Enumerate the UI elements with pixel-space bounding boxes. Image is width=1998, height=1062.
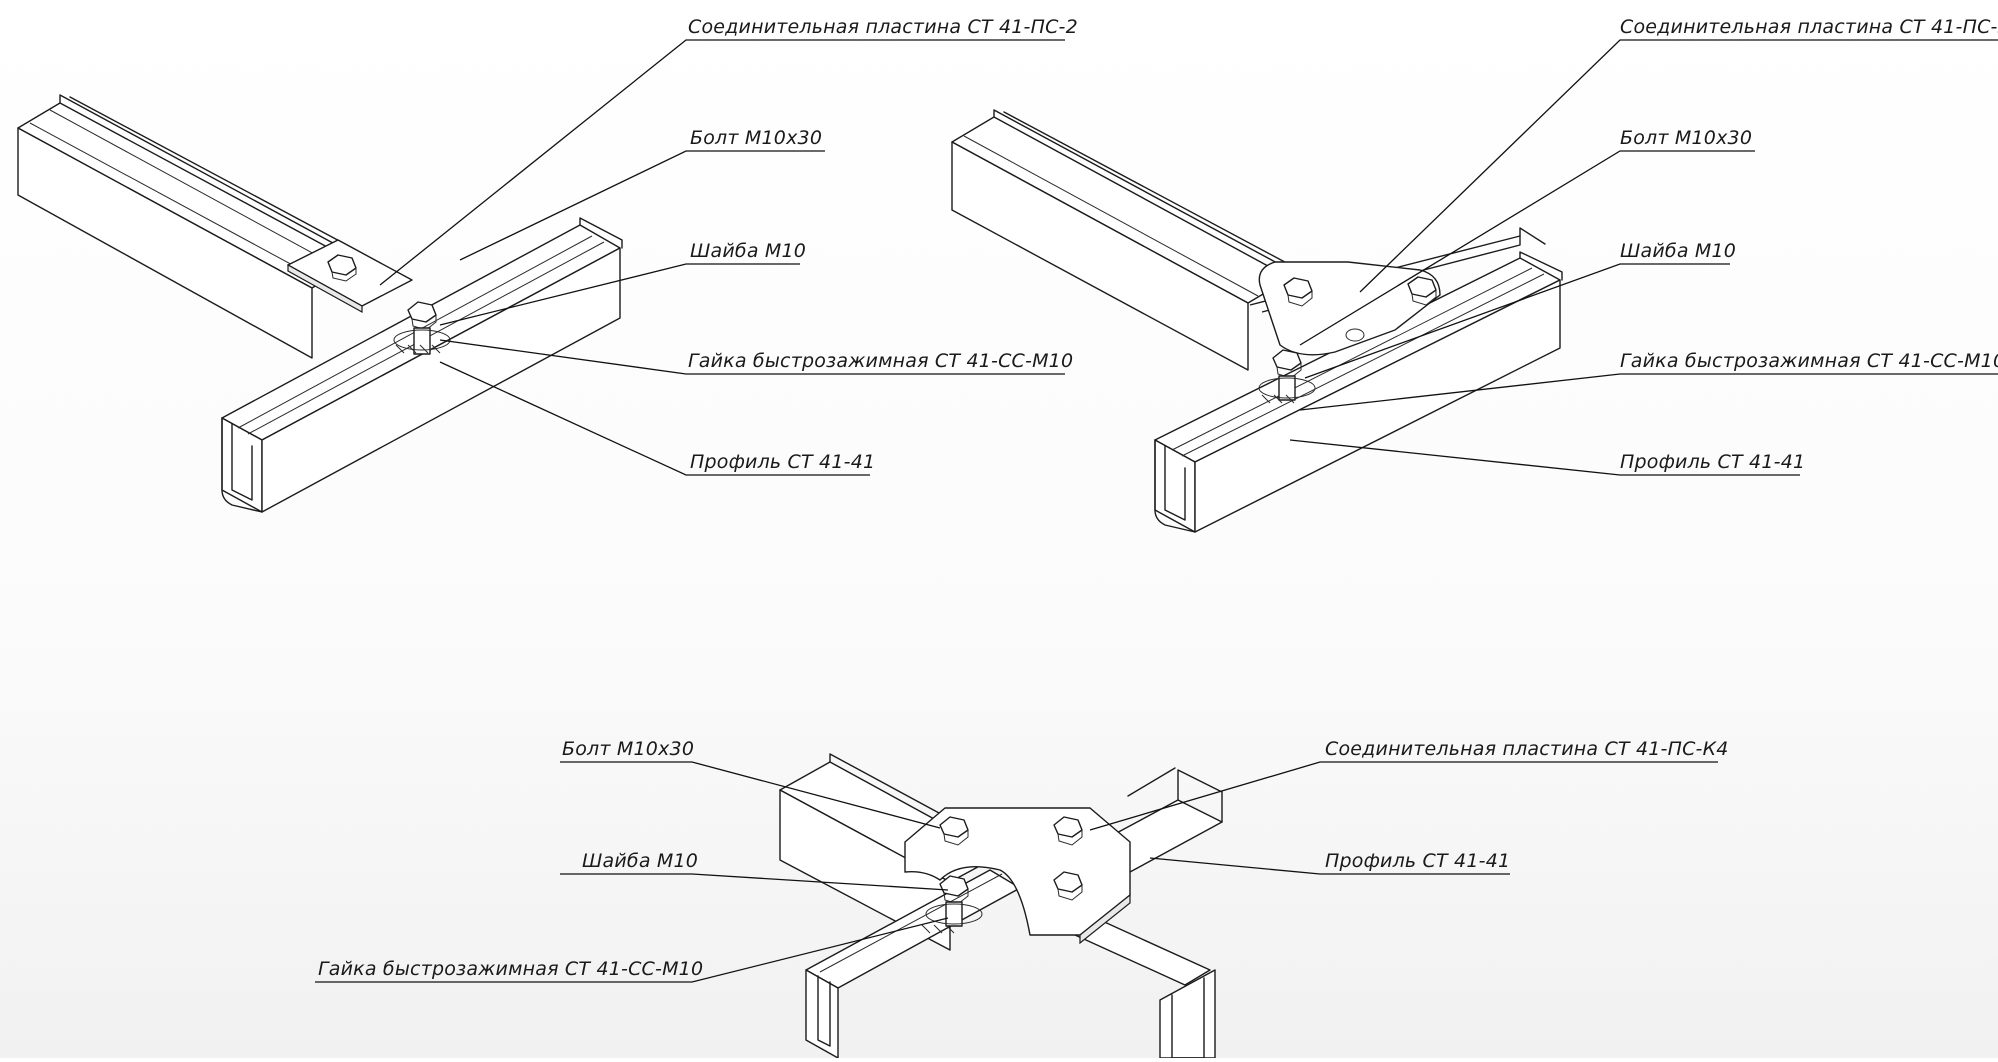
diagram-2-bolt-label: Болт М10х30 [1620, 127, 1752, 149]
diagram-3-labels: Болт М10х30 Шайба М10 Гайка быстрозажимн… [315, 738, 1729, 983]
diagram-3-plate-label: Соединительная пластина СТ 41-ПС-К4 [1325, 738, 1729, 760]
diagram-3-bolt-label: Болт М10х30 [562, 738, 694, 760]
diagram-3-bolt-bottom-right [1053, 871, 1083, 901]
diagram-2-bolt-right [1407, 276, 1437, 306]
diagram-3-washer-label: Шайба М10 [582, 850, 698, 872]
diagram-2-back-channel [951, 109, 1297, 371]
diagram-2-angled-joint: Соединительная пластина СТ 41-ПС-3 Болт … [951, 16, 1998, 533]
diagram-2-bolt-front [1258, 349, 1316, 404]
diagram-3-nut-label: Гайка быстрозажимная СТ 41-СС-М10 [318, 958, 703, 980]
diagram-1-bolt-front [393, 301, 451, 355]
diagram-1-t-joint: Соединительная пластина СТ 41-ПС-2 Болт … [17, 16, 1078, 513]
diagram-2-labels: Соединительная пластина СТ 41-ПС-3 Болт … [1289, 16, 1998, 476]
diagram-3-front-right-channel [1074, 919, 1216, 1059]
diagram-1-washer-label: Шайба М10 [690, 240, 806, 262]
diagram-3-bolt-top-right [1053, 816, 1083, 846]
diagram-2-nut-label: Гайка быстрозажимная СТ 41-СС-М10 [1620, 350, 1998, 372]
diagram-3-cross-joint: Болт М10х30 Шайба М10 Гайка быстрозажимн… [315, 738, 1729, 1059]
diagram-3-bolt-top-left [939, 816, 969, 846]
diagram-1-profile-label: Профиль СТ 41-41 [690, 451, 875, 473]
diagram-1-labels: Соединительная пластина СТ 41-ПС-2 Болт … [379, 16, 1078, 476]
diagram-1-back-channel [17, 94, 361, 359]
diagram-2-washer-label: Шайба М10 [1620, 240, 1736, 262]
diagram-2-bolt-left [1283, 277, 1313, 307]
diagram-1-nut-label: Гайка быстрозажимная СТ 41-СС-М10 [688, 350, 1073, 372]
diagram-3-profile-label: Профиль СТ 41-41 [1325, 850, 1510, 872]
diagram-3-bolt-front [921, 875, 983, 934]
diagram-1-plate-label: Соединительная пластина СТ 41-ПС-2 [688, 16, 1078, 38]
diagram-2-profile-label: Профиль СТ 41-41 [1620, 451, 1805, 473]
diagram-2-plate-label: Соединительная пластина СТ 41-ПС-3 [1620, 16, 1998, 38]
diagram-3-connecting-plate [904, 807, 1131, 945]
diagram-3-front-left-channel [805, 869, 1021, 1059]
diagram-2-front-channel [1154, 251, 1563, 533]
diagram-1-bolt-top [327, 254, 357, 282]
diagram-1-bolt-label: Болт М10х30 [690, 127, 822, 149]
